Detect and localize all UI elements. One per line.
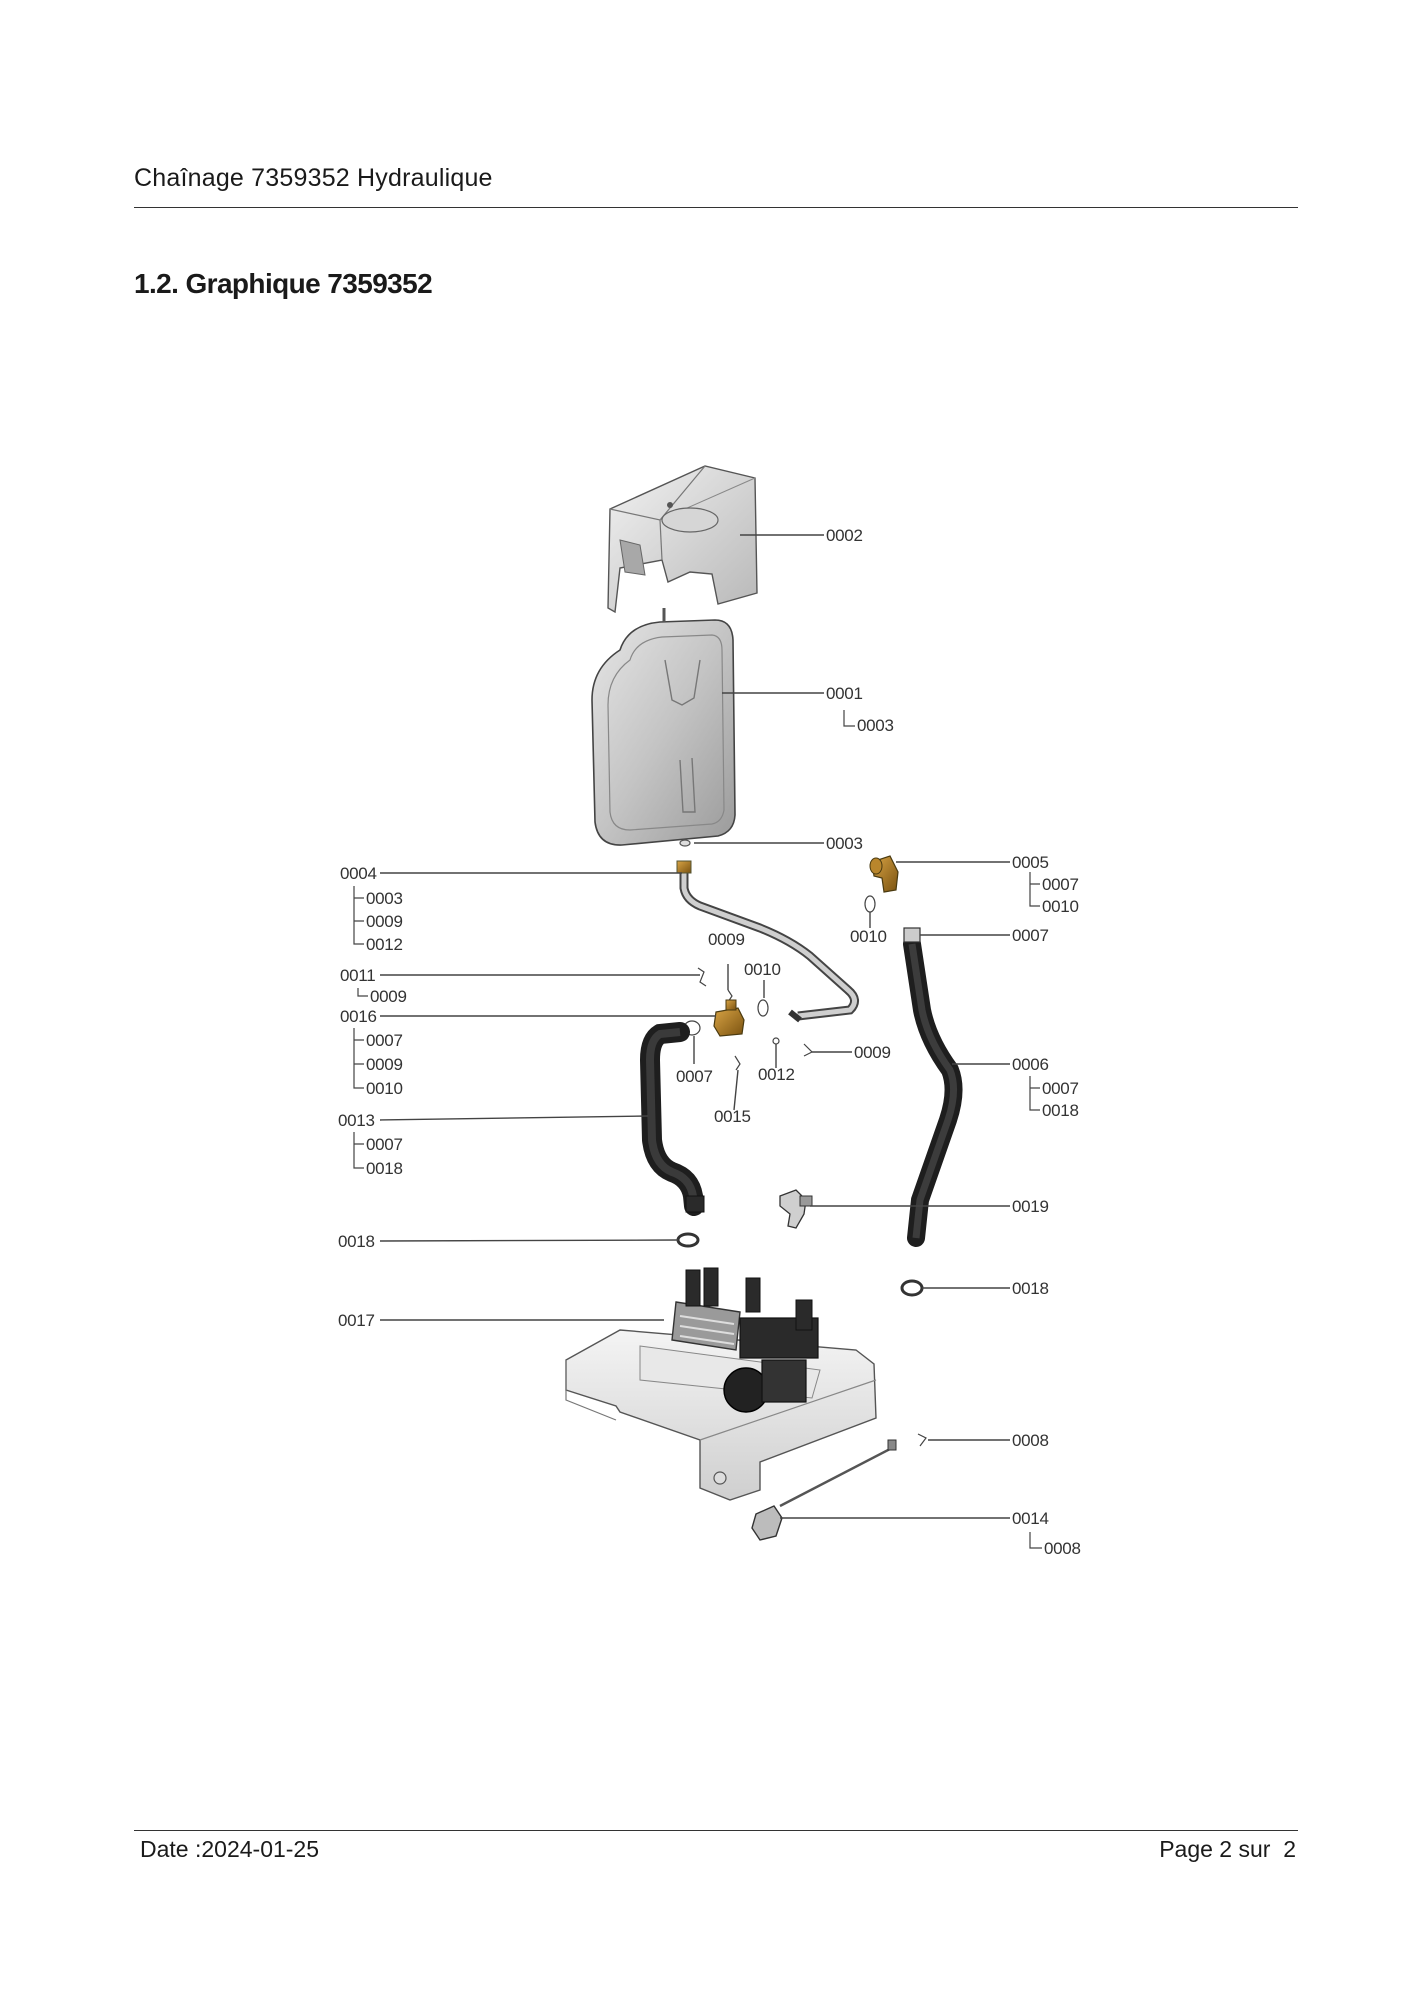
label-0014-sub-0008: 0008 (1044, 1539, 1081, 1558)
label-0015-center: 0015 (714, 1107, 751, 1126)
label-0004-sub-0009: 0009 (366, 912, 403, 931)
label-0013: 0013 (338, 1111, 375, 1130)
part-0004-pipe (676, 860, 859, 1023)
label-0007-right: 0007 (1012, 926, 1049, 945)
label-0004-sub-0003: 0003 (366, 889, 403, 908)
part-0016-brass-tee (713, 999, 745, 1037)
part-0006-right-hose (903, 927, 963, 1247)
label-0006: 0006 (1012, 1055, 1049, 1074)
label-0002: 0002 (826, 526, 863, 545)
o-rings (676, 895, 924, 1297)
label-0016-sub-0007: 0007 (366, 1031, 403, 1050)
label-0010-center: 0010 (744, 960, 781, 979)
label-0010-right: 0010 (850, 927, 887, 946)
label-0001: 0001 (826, 684, 863, 703)
label-0016-sub-0009: 0009 (366, 1055, 403, 1074)
footer-page-number: Page 2 sur 2 (1159, 1836, 1296, 1862)
label-0008: 0008 (1012, 1431, 1049, 1450)
part-0019-valve (779, 1189, 813, 1229)
label-0005: 0005 (1012, 853, 1049, 872)
part-0001-expansion-vessel (591, 608, 736, 846)
label-0016-sub-0010: 0010 (366, 1079, 403, 1098)
label-0016: 0016 (340, 1007, 377, 1026)
label-0006-sub-0007: 0007 (1042, 1079, 1079, 1098)
label-tree-connectors (353, 710, 1042, 1549)
label-0017: 0017 (338, 1311, 375, 1330)
label-0004-sub-0012: 0012 (366, 935, 403, 954)
label-0011-sub-0009: 0009 (370, 987, 407, 1006)
leader-lines (379, 534, 1010, 1519)
label-0012-center: 0012 (758, 1065, 795, 1084)
part-labels: 0002 0001 0003 0003 0005 0007 0010 0007 … (338, 526, 1081, 1558)
label-0009-right: 0009 (854, 1043, 891, 1062)
header-title: Chaînage 7359352 Hydraulique (134, 164, 493, 192)
label-0001-sub-0003: 0003 (857, 716, 894, 735)
section-title: 1.2. Graphique 7359352 (134, 268, 433, 299)
label-0011: 0011 (340, 966, 375, 985)
footer-divider (134, 1830, 1298, 1831)
label-0006-sub-0018: 0018 (1042, 1101, 1079, 1120)
part-0003-small-seal (679, 839, 691, 847)
part-0014-drain-tap (751, 1439, 897, 1541)
label-0018-right: 0018 (1012, 1279, 1049, 1298)
label-0007-center: 0007 (676, 1067, 713, 1086)
part-0005-elbow-fitting (869, 855, 899, 893)
footer-date: Date :2024-01-25 (140, 1836, 320, 1862)
part-0002-insulation-shell (607, 465, 758, 614)
label-0013-sub-0007: 0007 (366, 1135, 403, 1154)
label-0004: 0004 (340, 864, 377, 883)
label-0003: 0003 (826, 834, 863, 853)
part-0017-hydraulic-unit (565, 1267, 877, 1501)
label-0018-left: 0018 (338, 1232, 375, 1251)
label-0019: 0019 (1012, 1197, 1049, 1216)
label-0005-sub-0010: 0010 (1042, 897, 1079, 916)
header-divider (134, 207, 1298, 208)
part-0013-left-hose (639, 1022, 705, 1216)
label-0005-sub-0007: 0007 (1042, 875, 1079, 894)
label-0009-center: 0009 (708, 930, 745, 949)
label-0014: 0014 (1012, 1509, 1049, 1528)
label-0013-sub-0018: 0018 (366, 1159, 403, 1178)
